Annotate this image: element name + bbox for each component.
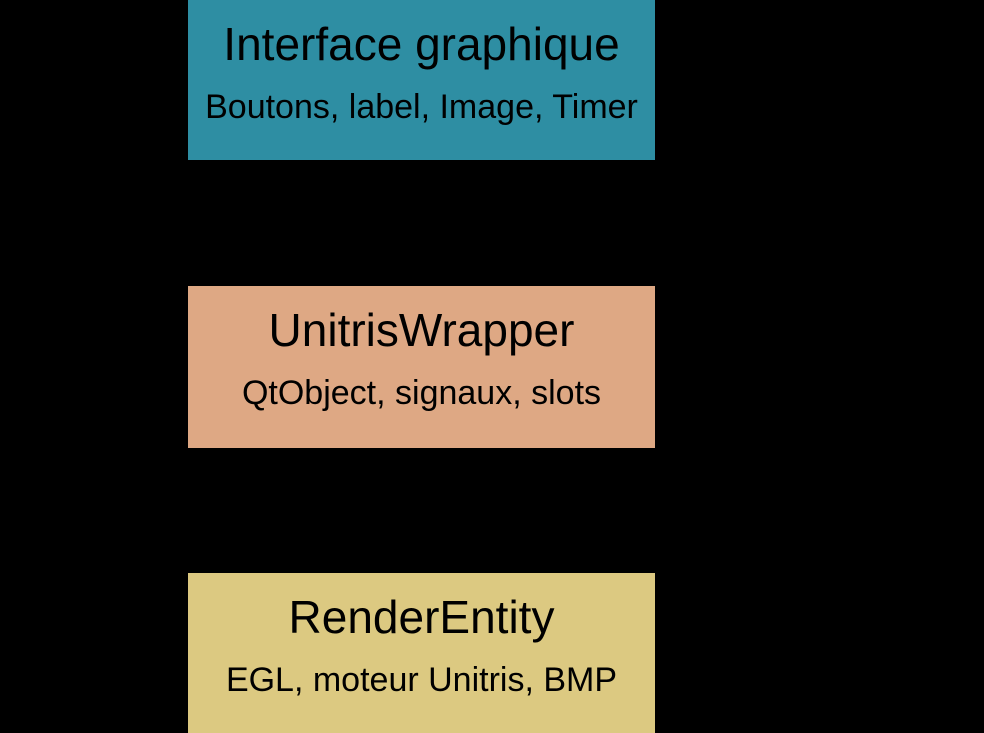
layer-box-interface-graphique: Interface graphique Boutons, label, Imag…: [188, 0, 655, 160]
layer-subtitle: QtObject, signaux, slots: [241, 373, 602, 412]
layer-title: Interface graphique: [223, 18, 620, 70]
layer-title: RenderEntity: [288, 591, 555, 643]
layer-subtitle: Boutons, label, Image, Timer: [205, 87, 638, 126]
layer-title: UnitrisWrapper: [268, 304, 575, 356]
layer-box-renderentity: RenderEntity EGL, moteur Unitris, BMP: [188, 573, 655, 733]
layer-box-unitriswrapper: UnitrisWrapper QtObject, signaux, slots: [188, 286, 655, 448]
layer-subtitle: EGL, moteur Unitris, BMP: [225, 660, 618, 699]
